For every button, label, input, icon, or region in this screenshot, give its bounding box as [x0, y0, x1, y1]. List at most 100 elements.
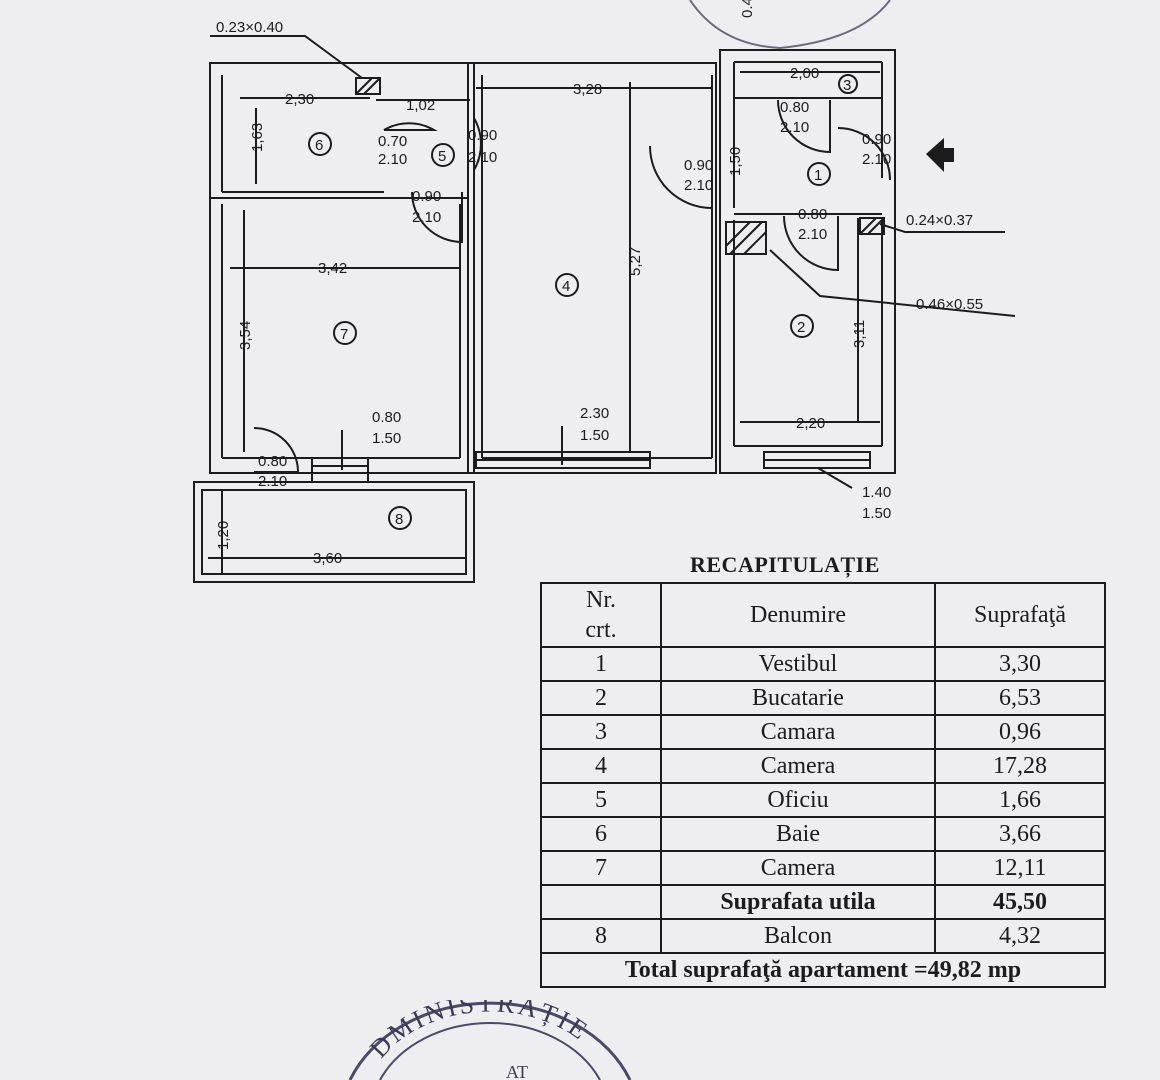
row-name: Camera: [660, 850, 936, 886]
row-nr: 5: [540, 782, 662, 818]
door-storage-height: 2.10: [780, 119, 809, 136]
row-name: Bucatarie: [660, 680, 936, 716]
balcony-area: 4,32: [934, 918, 1106, 954]
dim-room4-width: 3,28: [573, 81, 602, 98]
recap-title: RECAPITULAȚIE: [690, 552, 880, 577]
row-area: 12,11: [934, 850, 1106, 886]
total-text: Total suprafaţă apartament =49,82 mp: [540, 952, 1106, 988]
dim-kitchen-width: 2,20: [796, 415, 825, 432]
door-balcony-height: 2.10: [258, 473, 287, 490]
dim-chimney-left: 0.23×0.40: [216, 19, 283, 36]
subtotal-name: Suprafata utila: [660, 884, 936, 920]
subtotal-area: 45,50: [934, 884, 1106, 920]
total-row: Total suprafaţă apartament =49,82 mp: [540, 952, 1106, 988]
room-number-6: 6: [315, 137, 323, 154]
subtotal-nr: [540, 884, 662, 920]
window-room7-width: 0.80: [372, 409, 401, 426]
dim-vest-height: 1,50: [727, 147, 744, 176]
window-room7-height: 1.50: [372, 430, 401, 447]
door-balcony-width: 0.80: [258, 453, 287, 470]
dim-room7-width: 3,42: [318, 260, 347, 277]
row-name: Camara: [660, 714, 936, 750]
recap-header-row: Nr. crt. Denumire Suprafaţă: [540, 582, 1106, 648]
header-nr-line1: Nr.: [586, 587, 616, 613]
room-number-8: 8: [395, 511, 403, 528]
stamp-seal: DMINISTRAȚIE AT: [348, 1000, 632, 1080]
door-kitchen-height: 2.10: [798, 226, 827, 243]
room-number-2: 2: [797, 319, 805, 336]
seal-top-fragment: [689, 0, 891, 50]
svg-text:DMINISTRAȚIE: DMINISTRAȚIE: [364, 1000, 595, 1063]
header-nr-line2: crt.: [585, 617, 617, 643]
row-name: Baie: [660, 816, 936, 852]
outer-wall-right: [719, 49, 896, 474]
balcony-outline: [193, 481, 475, 583]
door-office-top-width: 0.90: [468, 127, 497, 144]
dim-shaft: 0.46×0.55: [916, 296, 983, 313]
dim-bath-height: 1,63: [249, 123, 266, 152]
room-number-5: 5: [438, 148, 446, 165]
room-number-1: 1: [814, 167, 822, 184]
dim-room7-height: 3,54: [237, 321, 254, 350]
header-name: Denumire: [660, 582, 936, 648]
stamp-text: DMINISTRAȚIE: [364, 1000, 592, 1063]
dim-balcony-height: 1,20: [215, 521, 232, 550]
dim-room4-height: 5,27: [627, 247, 644, 276]
door-bath-width: 0.70: [378, 133, 407, 150]
dim-kitchen-height: 3,11: [851, 320, 868, 348]
row-area: 17,28: [934, 748, 1106, 784]
door-bath-height: 2.10: [378, 151, 407, 168]
dim-office-width: 1,02: [406, 97, 435, 114]
door-vest-left-width: 0.90: [684, 157, 713, 174]
row-name: Camera: [660, 748, 936, 784]
row-nr: 1: [540, 646, 662, 682]
door-entry-height: 2.10: [862, 151, 891, 168]
room-number-7: 7: [340, 326, 348, 343]
window-room4-width: 2.30: [580, 405, 609, 422]
entry-arrow-icon: [926, 138, 954, 172]
dim-balcony-width: 3,60: [313, 550, 342, 567]
room-number-4: 4: [562, 278, 570, 295]
row-area: 3,30: [934, 646, 1106, 682]
door-entry-width: 0.90: [862, 131, 891, 148]
balcony-name: Balcon: [660, 918, 936, 954]
row-area: 0,96: [934, 714, 1106, 750]
header-area: Suprafaţă: [934, 582, 1106, 648]
row-area: 6,53: [934, 680, 1106, 716]
door-kitchen-width: 0.80: [798, 206, 827, 223]
door-storage-width: 0.80: [780, 99, 809, 116]
row-area: 1,66: [934, 782, 1106, 818]
door-office-top-height: 2.10: [468, 149, 497, 166]
room-number-3: 3: [843, 77, 851, 94]
stamp-subtext: AT: [506, 1062, 528, 1080]
dim-bath-width: 2,30: [285, 91, 314, 108]
dim-chimney-right: 0.24×0.37: [906, 212, 973, 229]
door-office-mid-width: 0.90: [412, 188, 441, 205]
balcony-nr: 8: [540, 918, 662, 954]
row-nr: 7: [540, 850, 662, 886]
window-room4-height: 1.50: [580, 427, 609, 444]
header-nr: Nr. crt.: [540, 582, 662, 648]
row-nr: 4: [540, 748, 662, 784]
dim-top-mark: 0.48: [739, 0, 756, 18]
window-kitchen-width: 1.40: [862, 484, 891, 501]
row-area: 3,66: [934, 816, 1106, 852]
row-nr: 3: [540, 714, 662, 750]
door-office-mid-height: 2.10: [412, 209, 441, 226]
row-nr: 2: [540, 680, 662, 716]
row-nr: 6: [540, 816, 662, 852]
window-kitchen-height: 1.50: [862, 505, 891, 522]
row-name: Vestibul: [660, 646, 936, 682]
